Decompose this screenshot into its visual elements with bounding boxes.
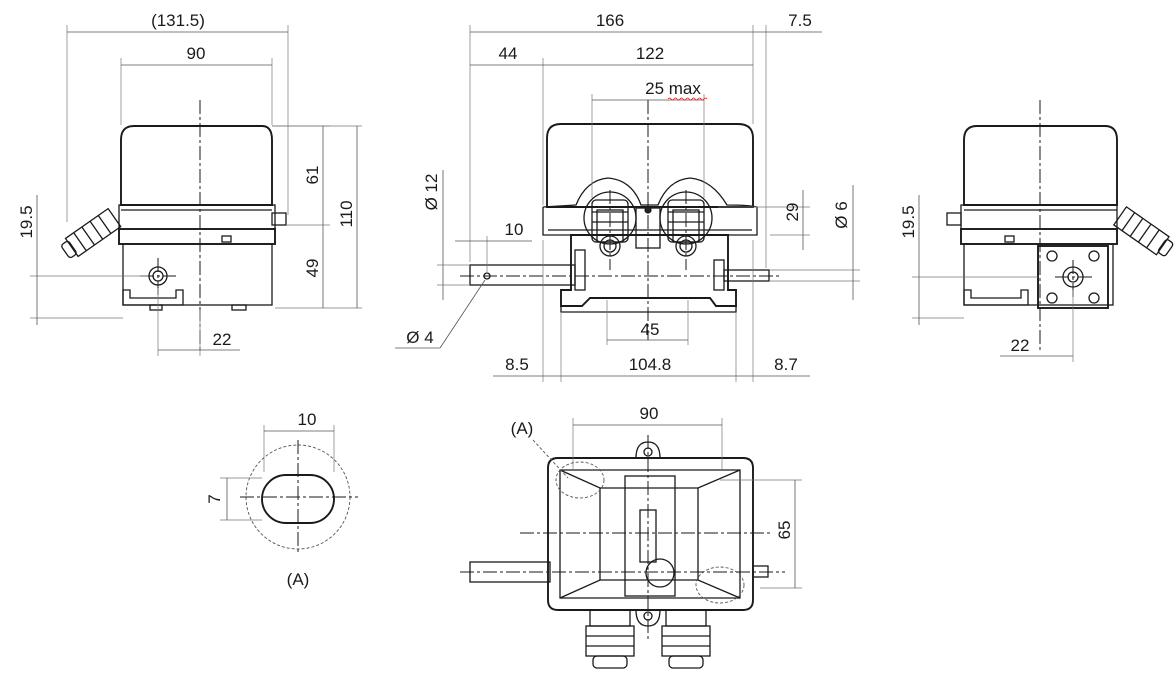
front-dim-cover-height: 61: [303, 166, 322, 185]
top-dim-depth: 65: [775, 521, 794, 540]
side-dim-foot-spacing: 45: [641, 320, 660, 339]
side-cover: [546, 123, 754, 208]
rear-dim-left-height: 19.5: [899, 205, 918, 238]
spellcheck-underline: [667, 97, 708, 101]
front-dim-overall: (131.5): [151, 11, 205, 30]
detail-a-dim-height: 7: [205, 494, 224, 503]
top-cable-gland-left: [585, 609, 635, 669]
front-dim-width: 90: [187, 44, 206, 63]
detail-a-label: (A): [287, 570, 310, 589]
rear-view: 19.5 22: [899, 100, 1174, 362]
detail-a: 10 7 (A): [205, 410, 358, 589]
side-dim-base-length: 104.8: [629, 355, 672, 374]
rear-cable-gland: [1112, 205, 1174, 257]
front-dim-total-height: 110: [337, 200, 356, 227]
front-dim-base-height: 49: [303, 259, 322, 278]
side-dim-overall-length: 166: [596, 11, 624, 30]
side-dim-right-shaft-diameter: Ø 6: [832, 201, 851, 228]
front-base-plate: [118, 228, 276, 245]
side-view: 166 7.5 44 122 25 max Ø 12 10 29 Ø 6 Ø 4: [395, 11, 860, 382]
side-dim-hole-diameter: Ø 4: [406, 328, 433, 347]
side-dim-left-offset: 44: [499, 44, 518, 63]
side-dim-shaft-end: 10: [505, 220, 524, 239]
top-housing: [547, 457, 754, 611]
front-cable-gland: [61, 207, 122, 259]
front-dim-shaft-offset: 22: [213, 330, 232, 349]
front-cover-band: [118, 204, 276, 230]
rear-cover: [963, 125, 1118, 206]
side-dim-right-offset: 7.5: [788, 11, 812, 30]
top-dim-width: 90: [640, 404, 659, 423]
side-dim-gland-spacing: 25 max: [645, 79, 701, 98]
rear-dim-shaft-offset: 22: [1011, 336, 1030, 355]
top-view: (A) 90 65: [460, 404, 802, 669]
top-callout-a: (A): [511, 419, 534, 438]
front-view: (131.5) 90 61 110 49 19.5 22: [17, 11, 362, 356]
front-cover: [120, 125, 273, 206]
side-dim-gland-height: 29: [783, 203, 802, 222]
side-dim-housing-length: 122: [636, 44, 664, 63]
side-shaft-left: [469, 264, 576, 286]
front-dim-left-height: 19.5: [17, 205, 36, 238]
side-dim-base-left: 8.5: [505, 355, 529, 374]
top-cable-gland-right: [661, 609, 711, 669]
detail-a-dim-width: 10: [298, 410, 317, 429]
side-dim-shaft-diameter: Ø 12: [422, 174, 441, 211]
side-base: [560, 234, 737, 307]
side-dim-base-right: 8.7: [774, 355, 798, 374]
